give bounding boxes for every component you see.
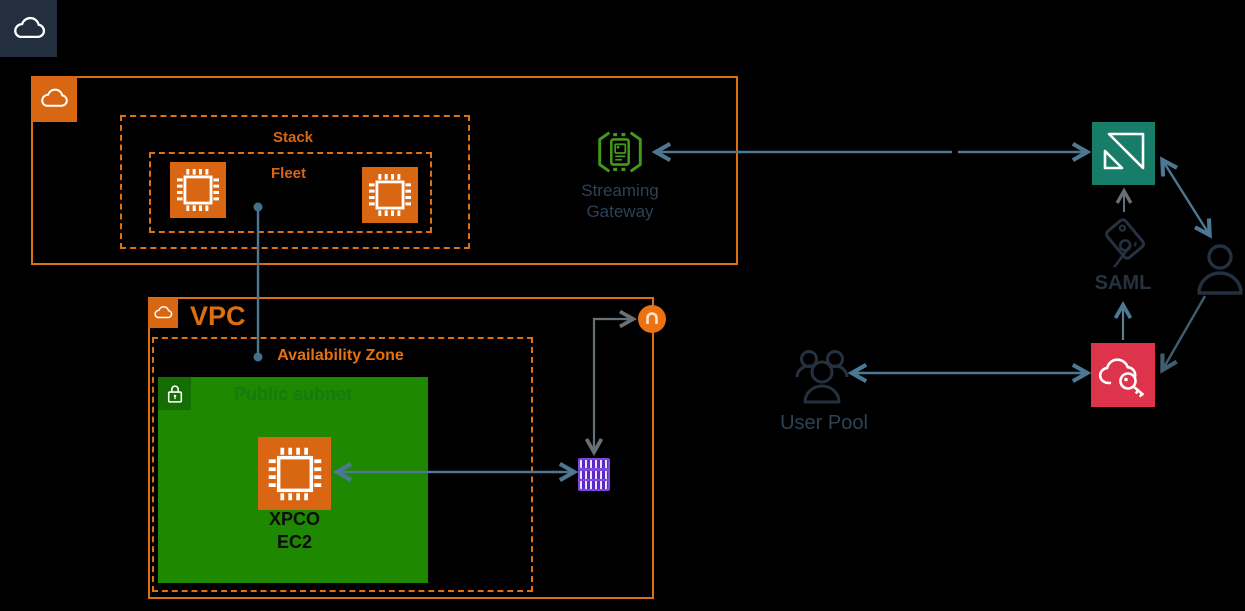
- user-pool-label: User Pool: [780, 412, 868, 434]
- cognito-node: [1091, 343, 1155, 407]
- connector-appstream-user: [1163, 161, 1209, 234]
- aws-cloud-group-box: [31, 76, 738, 265]
- stack-group-box: [120, 115, 470, 249]
- ec2-chip-icon: [362, 167, 418, 223]
- aws-cloud-group-badge: [31, 76, 77, 122]
- streaming-gateway-label: Streaming Gateway: [581, 181, 659, 221]
- route-table-row: [580, 470, 608, 479]
- fleet-instance-1: [170, 162, 226, 218]
- vpc-label: VPC: [190, 301, 246, 331]
- user-pool-node: [792, 344, 852, 406]
- ec2-instance-node: [258, 437, 331, 510]
- appstream-node: [1092, 122, 1155, 185]
- saml-node: [1097, 211, 1153, 267]
- user-icon: [1195, 242, 1245, 296]
- ec2-chip-icon: [260, 439, 330, 509]
- saml-label: SAML: [1094, 272, 1152, 294]
- fleet-instance-2: [362, 167, 418, 223]
- vpc-group-box: [148, 297, 654, 599]
- ec2-instance-label: XPCO EC2: [268, 509, 320, 552]
- public-subnet-badge: [158, 377, 191, 410]
- user-node: [1195, 242, 1245, 296]
- aws-cloud-icon: [8, 8, 50, 50]
- vpc-badge: [148, 298, 178, 328]
- appstream-icon: [1092, 122, 1155, 185]
- aws-cloud-icon: [36, 81, 72, 117]
- saml-tag-icon: [1097, 211, 1153, 267]
- stack-label: Stack: [272, 129, 314, 146]
- fleet-group-box: [149, 152, 432, 233]
- user-pool-icon: [792, 344, 852, 406]
- cognito-icon: [1091, 343, 1155, 407]
- route-table-row: [580, 460, 608, 468]
- availability-zone-label: Availability Zone: [277, 347, 404, 364]
- connector-user-cognito: [1163, 295, 1207, 369]
- route-table-icon: [578, 458, 610, 491]
- public-subnet-label: Public subnet: [233, 384, 352, 404]
- lock-icon: [162, 381, 188, 407]
- route-table-row: [580, 481, 608, 489]
- fleet-label: Fleet: [270, 165, 306, 182]
- ec2-chip-icon: [170, 162, 226, 218]
- internet-gateway-icon: [642, 309, 662, 329]
- vpc-cloud-icon: [151, 301, 175, 325]
- internet-gateway-node: [638, 305, 666, 333]
- streaming-gateway-node: [591, 123, 649, 181]
- aws-cloud-dark-badge: [0, 0, 57, 57]
- streaming-gateway-icon: [591, 123, 649, 181]
